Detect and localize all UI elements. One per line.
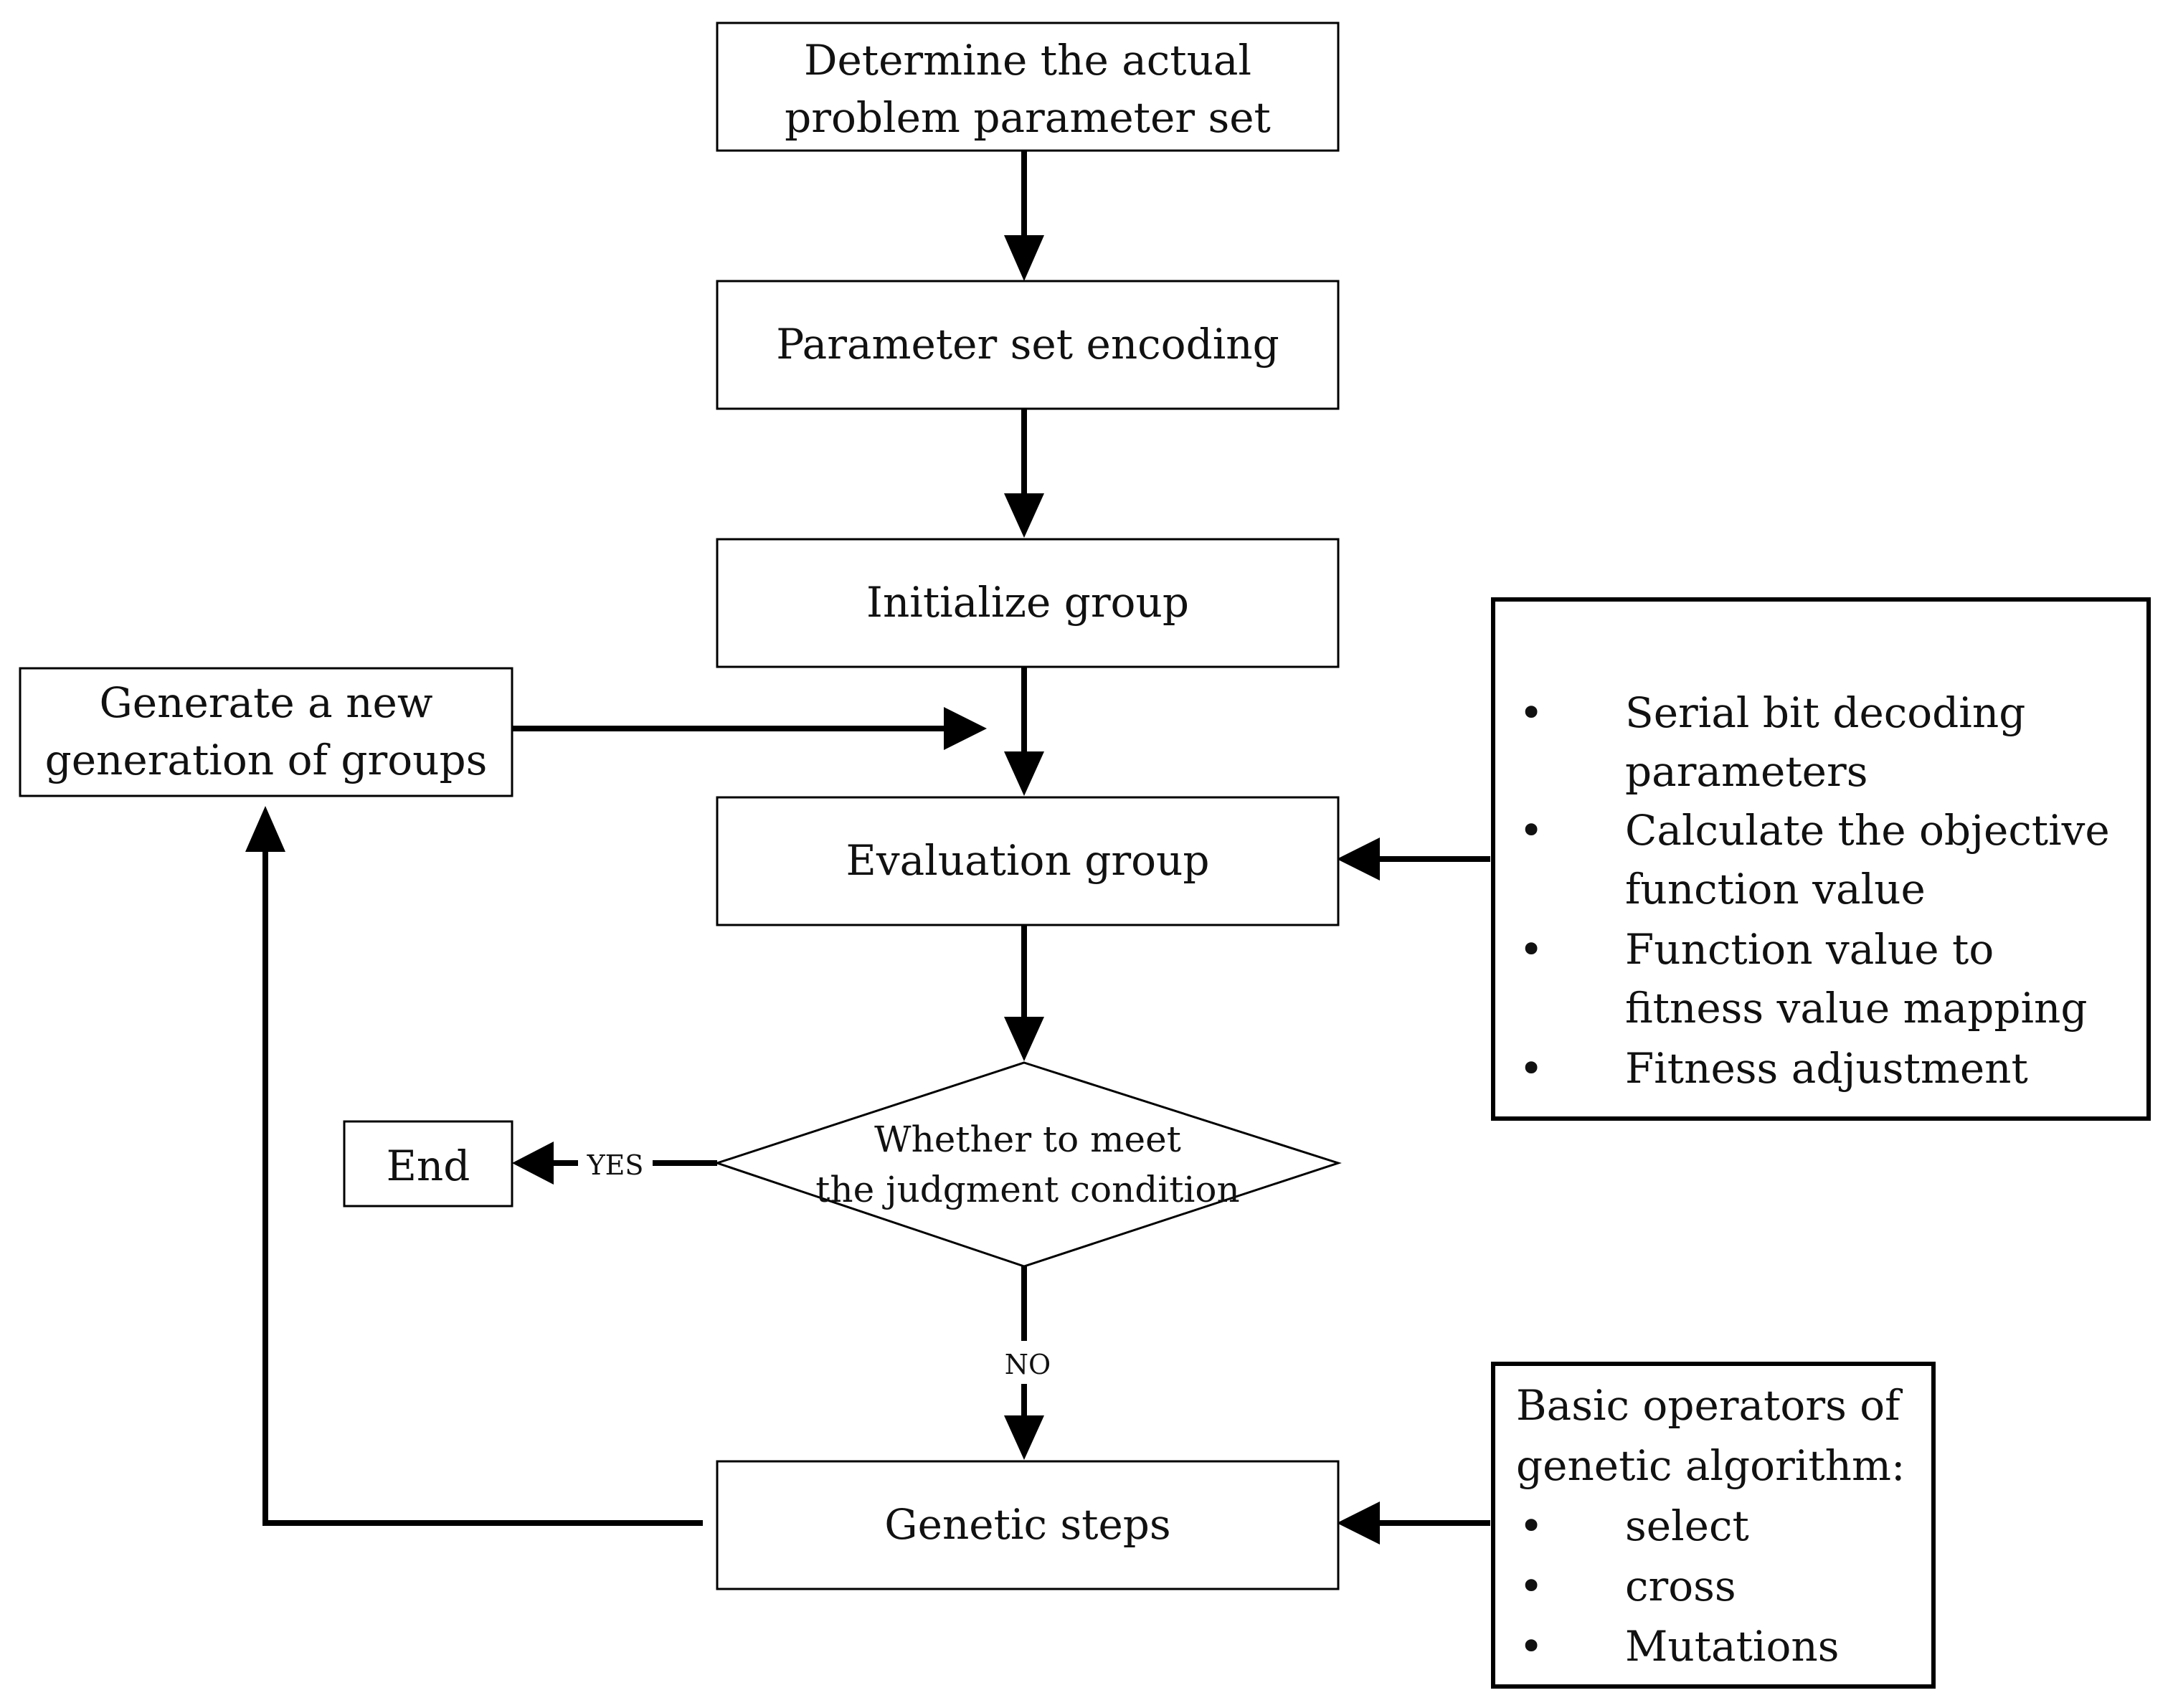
arrowhead-down-decision bbox=[1004, 1017, 1044, 1061]
arrowhead-left-end bbox=[512, 1142, 554, 1185]
evaluation-note-2-line-1: Calculate the objective bbox=[1625, 806, 2110, 855]
step-generate-line-2: generation of groups bbox=[45, 736, 488, 784]
decision-yes-label: YES bbox=[587, 1149, 644, 1181]
evaluation-note-1-line-1: Serial bit decoding bbox=[1625, 688, 2025, 737]
operators-note: Basic operators of genetic algorithm: • … bbox=[1516, 1381, 1905, 1671]
evaluation-note-2-line-2: function value bbox=[1625, 865, 1926, 914]
operators-heading-line-2: genetic algorithm: bbox=[1516, 1441, 1905, 1490]
step-initialize: Initialize group bbox=[866, 578, 1189, 627]
arrowhead-down-initialize bbox=[1004, 493, 1044, 538]
step-encoding: Parameter set encoding bbox=[776, 320, 1279, 369]
evaluation-notes: • Serial bit decoding parameters • Calcu… bbox=[1519, 688, 2110, 1093]
decision-line-1: Whether to meet bbox=[874, 1119, 1181, 1160]
decision-no-label: NO bbox=[1005, 1349, 1051, 1380]
box-initialize bbox=[716, 538, 1340, 668]
evaluation-note-3-line-2: fitness value mapping bbox=[1625, 984, 2088, 1033]
evaluation-note-1-line-2: parameters bbox=[1625, 747, 1867, 796]
connector-genetic-to-generate bbox=[262, 850, 703, 1526]
connectors bbox=[262, 151, 1490, 1526]
step-evaluation: Evaluation group bbox=[846, 836, 1210, 885]
box-determine bbox=[716, 22, 1340, 152]
arrowhead-down-genetic bbox=[1004, 1415, 1044, 1460]
arrowhead-up-generate bbox=[245, 806, 285, 852]
arrowheads bbox=[245, 235, 1380, 1545]
box-evaluation bbox=[716, 796, 1340, 926]
operator-item-cross: cross bbox=[1625, 1562, 1736, 1610]
operator-item-mutations: Mutations bbox=[1625, 1622, 1840, 1671]
decision-labels: Whether to meet the judgment condition Y… bbox=[587, 1119, 1240, 1380]
evaluation-note-4-line-1: Fitness adjustment bbox=[1625, 1044, 2028, 1093]
box-generate bbox=[19, 667, 513, 797]
step-determine-line-2: problem parameter set bbox=[785, 93, 1271, 142]
evaluation-notes-box bbox=[1491, 597, 2151, 1121]
operators-heading-line-1: Basic operators of bbox=[1516, 1381, 1903, 1430]
operator-bullet-2: • bbox=[1519, 1562, 1543, 1610]
note-boxes bbox=[1491, 597, 2151, 1689]
evaluation-note-bullet-2: • bbox=[1519, 806, 1543, 855]
evaluation-note-bullet-1: • bbox=[1519, 688, 1543, 737]
box-encoding bbox=[716, 280, 1340, 410]
evaluation-note-3-line-1: Function value to bbox=[1625, 925, 1994, 974]
step-determine-line-1: Determine the actual bbox=[804, 36, 1251, 85]
arrowhead-down-evaluation bbox=[1004, 751, 1044, 796]
decision-line-2: the judgment condition bbox=[815, 1169, 1239, 1210]
step-genetic: Genetic steps bbox=[884, 1500, 1170, 1549]
step-labels: Determine the actual problem parameter s… bbox=[45, 36, 1279, 1549]
operators-note-box bbox=[1491, 1362, 1936, 1689]
step-end: End bbox=[387, 1142, 470, 1190]
operator-item-select: select bbox=[1625, 1501, 1749, 1550]
operator-bullet-3: • bbox=[1519, 1622, 1543, 1671]
evaluation-note-bullet-4: • bbox=[1519, 1044, 1543, 1093]
operator-bullet-1: • bbox=[1519, 1501, 1543, 1550]
step-generate-line-1: Generate a new bbox=[99, 678, 432, 727]
arrowhead-right-generate bbox=[944, 707, 987, 750]
process-boxes bbox=[19, 22, 1342, 1590]
evaluation-note-bullet-3: • bbox=[1519, 925, 1543, 974]
arrowhead-left-evaluation bbox=[1337, 838, 1380, 881]
arrowhead-left-genetic bbox=[1337, 1501, 1380, 1545]
arrowhead-down-encoding bbox=[1004, 235, 1044, 281]
box-end bbox=[343, 1120, 513, 1208]
box-genetic bbox=[716, 1460, 1340, 1590]
decision-diamond bbox=[714, 1061, 1342, 1268]
